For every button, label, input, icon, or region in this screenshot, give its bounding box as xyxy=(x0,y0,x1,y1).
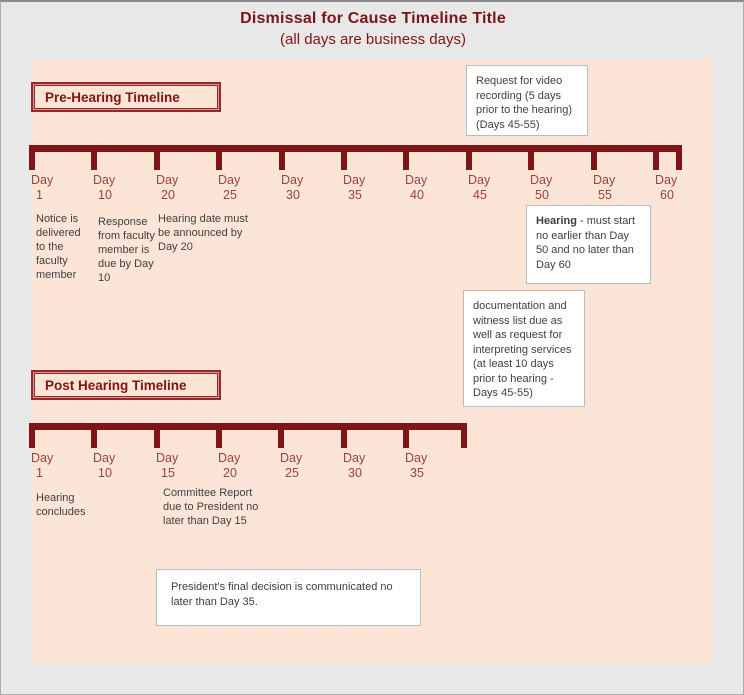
day-word: Day xyxy=(468,173,491,187)
day-number: 35 xyxy=(410,466,424,480)
callout-video-recording: Request for video recording (5 days prio… xyxy=(466,65,588,136)
day-word: Day xyxy=(156,451,179,465)
page-title: Dismissal for Cause Timeline Title xyxy=(240,10,506,27)
day-word: Day xyxy=(93,451,116,465)
day-number: 40 xyxy=(410,188,424,202)
day-number: 10 xyxy=(98,188,112,202)
day-word: Day xyxy=(218,451,241,465)
timeline-end-tick xyxy=(461,423,467,448)
day-number: 10 xyxy=(98,466,112,480)
day-word: Day xyxy=(593,173,616,187)
day-word: Day xyxy=(343,451,366,465)
day-number: 20 xyxy=(161,188,175,202)
day-word: Day xyxy=(31,173,54,187)
note-committee-report: Committee Report due to President no lat… xyxy=(163,487,259,527)
timeline-tick xyxy=(403,145,409,170)
callout-hearing-rest: - must start no earlier than Day 50 and … xyxy=(536,215,636,271)
day-number: 60 xyxy=(660,188,674,202)
day-number: 45 xyxy=(473,188,487,202)
timeline-canvas xyxy=(32,59,713,664)
timeline-tick xyxy=(466,145,472,170)
timeline-tick xyxy=(91,423,97,448)
timeline-tick xyxy=(403,423,409,448)
timeline-tick xyxy=(216,423,222,448)
day-number: 35 xyxy=(348,188,362,202)
day-number: 1 xyxy=(36,188,43,202)
callout-documentation-witness: documentation and witness list due as we… xyxy=(463,290,585,407)
day-word: Day xyxy=(31,451,54,465)
day-word: Day xyxy=(280,451,303,465)
page-title-block: Dismissal for Cause Timeline Title (all … xyxy=(1,10,743,48)
note-hearing-concludes: Hearing concludes xyxy=(36,492,86,518)
callout-hearing-window: Hearing - must start no earlier than Day… xyxy=(526,205,651,284)
day-word: Day xyxy=(93,173,116,187)
note-hearing-date-announced: Hearing date must be announced by Day 20 xyxy=(158,213,248,253)
day-word: Day xyxy=(156,173,179,187)
timeline-tick xyxy=(653,145,659,170)
timeline-tick xyxy=(528,145,534,170)
timeline-tick xyxy=(91,145,97,170)
timeline-tick xyxy=(341,145,347,170)
day-word: Day xyxy=(405,173,428,187)
day-word: Day xyxy=(343,173,366,187)
timeline-end-tick xyxy=(676,145,682,170)
callout-hearing-bold: Hearing xyxy=(536,215,577,227)
day-word: Day xyxy=(405,451,428,465)
timeline-tick xyxy=(154,145,160,170)
day-number: 15 xyxy=(161,466,175,480)
day-number: 20 xyxy=(223,466,237,480)
day-number: 30 xyxy=(286,188,300,202)
page-subtitle: (all days are business days) xyxy=(280,31,466,48)
callout-president-decision: President's final decision is communicat… xyxy=(156,569,421,626)
timeline-tick xyxy=(154,423,160,448)
day-number: 55 xyxy=(598,188,612,202)
day-word: Day xyxy=(218,173,241,187)
day-word: Day xyxy=(655,173,678,187)
day-number: 25 xyxy=(285,466,299,480)
day-number: 25 xyxy=(223,188,237,202)
note-notice-delivered: Notice is delivered to the faculty membe… xyxy=(36,213,81,281)
pre-hearing-section-header: Pre-Hearing Timeline xyxy=(31,82,221,112)
day-number: 50 xyxy=(535,188,549,202)
timeline-tick xyxy=(216,145,222,170)
timeline-tick xyxy=(341,423,347,448)
timeline-tick xyxy=(278,423,284,448)
post-hearing-section-header: Post Hearing Timeline xyxy=(31,370,221,400)
note-response-due: Response from faculty member is due by D… xyxy=(98,216,155,284)
day-word: Day xyxy=(281,173,304,187)
day-number: 1 xyxy=(36,466,43,480)
timeline-tick xyxy=(591,145,597,170)
day-number: 30 xyxy=(348,466,362,480)
timeline-tick xyxy=(279,145,285,170)
timeline-tick xyxy=(29,145,35,170)
timeline-tick xyxy=(29,423,35,448)
day-word: Day xyxy=(530,173,553,187)
